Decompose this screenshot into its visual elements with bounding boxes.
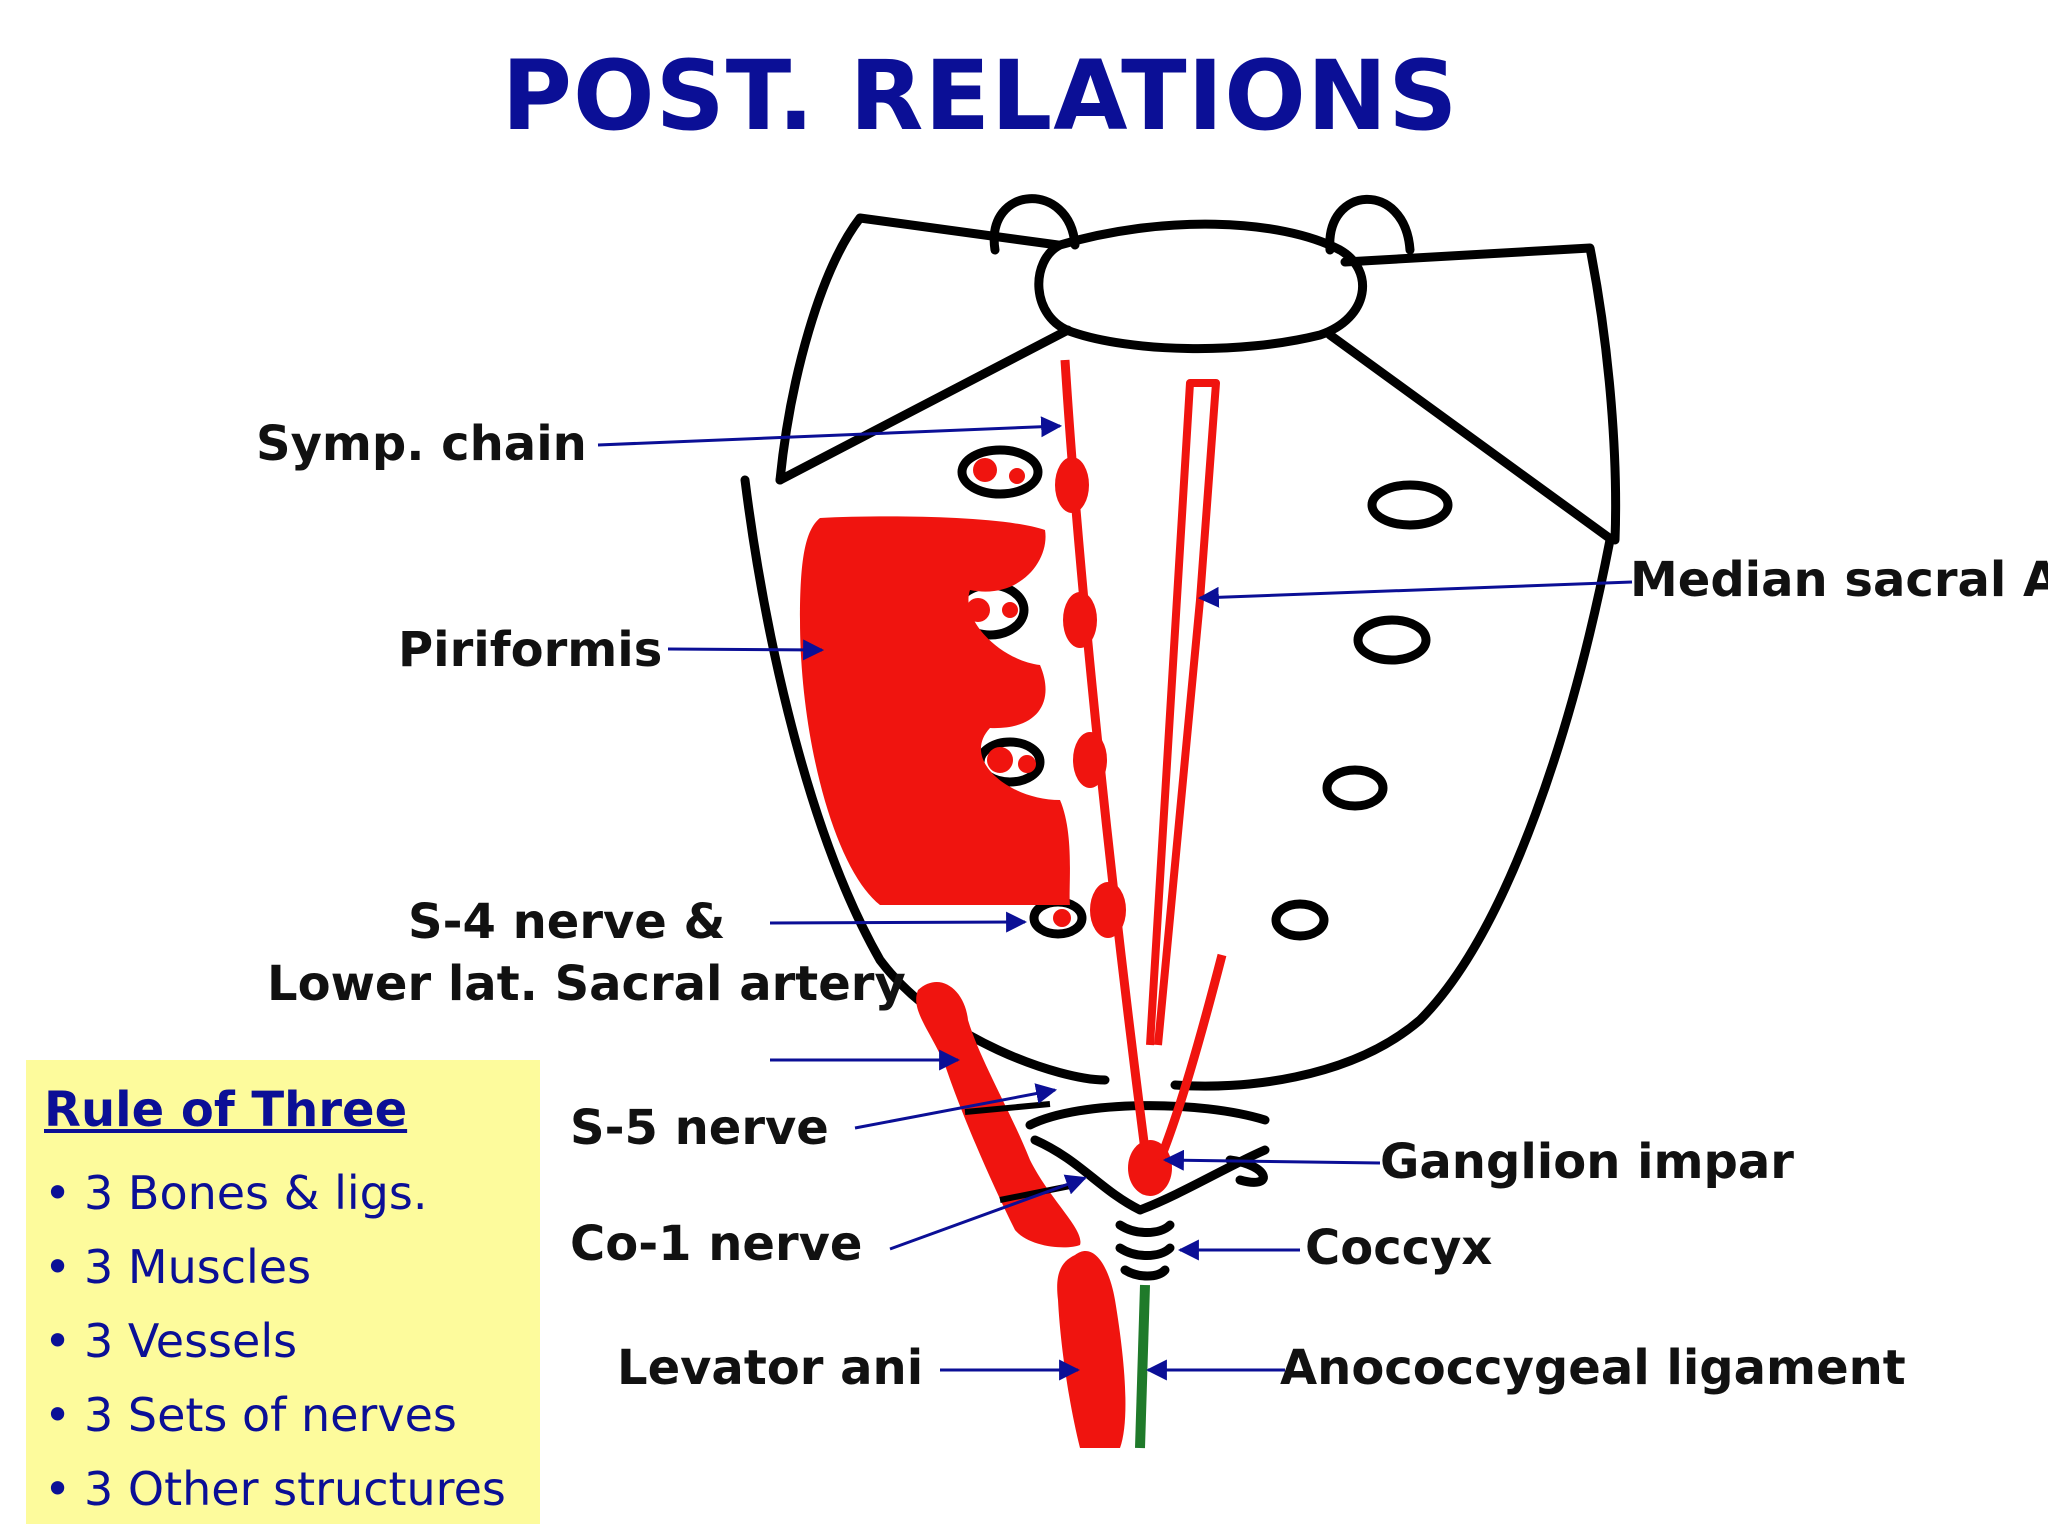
rule-of-three-list: •3 Bones & ligs. •3 Muscles •3 Vessels •… [44, 1156, 506, 1526]
rule-item-text: 3 Other structures [84, 1462, 506, 1516]
rule-item: •3 Other structures [44, 1462, 506, 1516]
rule-item-text: 3 Sets of nerves [84, 1388, 457, 1442]
label-coccyx: Coccyx [1305, 1220, 1493, 1276]
rule-item-text: 3 Vessels [84, 1314, 298, 1368]
label-s4-nerve-line2: Lower lat. Sacral artery [267, 956, 906, 1012]
rule-item: •3 Sets of nerves [44, 1388, 457, 1442]
anococcygeal-ligament [1135, 1284, 1150, 1449]
rule-item: •3 Bones & ligs. [44, 1166, 428, 1220]
rule-of-three-box: Rule of Three •3 Bones & ligs. •3 Muscle… [26, 1060, 540, 1524]
page-title: POST. RELATIONS [501, 40, 1459, 152]
label-levator-ani: Levator ani [617, 1340, 924, 1396]
levator-ani-muscle [1057, 1251, 1126, 1448]
label-arrows [597, 416, 1633, 1381]
label-symp-chain: Symp. chain [256, 416, 587, 472]
piriformis-muscle [800, 516, 1070, 905]
label-co1-nerve: Co-1 nerve [570, 1216, 863, 1272]
coccygeus-muscle [916, 981, 1081, 1248]
rule-item-text: 3 Bones & ligs. [84, 1166, 428, 1220]
sympathetic-chain [1055, 359, 1172, 1196]
label-anococcygeal-ligament: Anococcygeal ligament [1280, 1340, 1906, 1396]
label-ganglion-impar: Ganglion impar [1380, 1134, 1794, 1190]
label-s5-nerve: S-5 nerve [570, 1100, 829, 1156]
label-median-sacral-artery: Median sacral A. [1630, 552, 2048, 608]
label-s4-nerve-line1: S-4 nerve & [408, 894, 726, 950]
rule-of-three-title: Rule of Three [44, 1082, 408, 1138]
lateral-sacral-branch [1155, 953, 1227, 1162]
foramen-nerves [966, 458, 1071, 927]
rule-item-text: 3 Muscles [84, 1240, 312, 1294]
label-piriformis: Piriformis [398, 622, 663, 678]
median-sacral-artery [1146, 379, 1220, 1046]
rule-item: •3 Muscles [44, 1240, 312, 1294]
rule-item: •3 Vessels [44, 1314, 298, 1368]
